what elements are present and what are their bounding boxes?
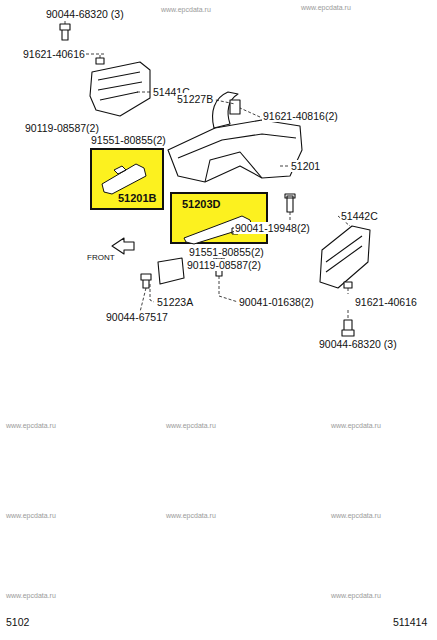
watermark: www.epcdata.ru <box>5 510 57 522</box>
page-code: 5102 <box>5 616 30 628</box>
part-number: 51203D <box>182 198 221 210</box>
watermark: www.epcdata.ru <box>330 420 382 432</box>
part-number: 90119-08587(2) <box>186 259 262 271</box>
front-label: FRONT <box>86 252 116 264</box>
watermark: www.epcdata.ru <box>165 420 217 432</box>
part-number: 91551-80855(2) <box>188 246 265 258</box>
part-number: 91621-40616 <box>22 48 86 60</box>
watermark: www.epcdata.ru <box>5 420 57 432</box>
page-code: 511414 <box>392 616 428 628</box>
watermark: www.epcdata.ru <box>5 590 57 602</box>
leader-lines <box>65 20 350 320</box>
watermark: www.epcdata.ru <box>330 510 382 522</box>
clip <box>344 282 352 288</box>
bolt <box>60 24 70 40</box>
part-number: 90041-01638(2) <box>238 296 315 308</box>
part-number: 90044-67517 <box>105 311 169 323</box>
part-number: 51227B <box>176 93 214 105</box>
bracket <box>102 164 146 194</box>
part-number: 91621-40816(2) <box>262 110 339 122</box>
crossmember <box>168 120 302 182</box>
part-number: 90119-08587(2) <box>24 122 100 134</box>
part-number: 91621-40616 <box>354 296 418 308</box>
watermark: www.epcdata.ru <box>165 510 217 522</box>
part-number: 51442C <box>340 210 379 222</box>
highlight-box: 51203D <box>170 192 268 244</box>
part-number: 51201B <box>118 192 157 204</box>
clip <box>96 58 104 64</box>
watermark: www.epcdata.ru <box>330 590 382 602</box>
watermark: www.epcdata.ru <box>300 2 352 14</box>
part-number: 90044-68320 (3) <box>318 338 398 350</box>
bolt <box>342 320 354 336</box>
bolt <box>285 194 295 212</box>
cover-plate <box>320 226 370 288</box>
watermark: www.epcdata.ru <box>160 4 212 16</box>
part-number: 91551-80855(2) <box>90 134 167 146</box>
bracket <box>230 100 240 114</box>
part-number: 51201 <box>290 160 321 172</box>
part-number: 90044-68320 (3) <box>45 8 125 20</box>
part-number: 51223A <box>156 296 194 308</box>
plate <box>158 258 184 284</box>
highlight-box: 51201B <box>90 148 164 210</box>
bolt <box>141 274 151 288</box>
cover-plate <box>90 62 150 116</box>
part-number: 90041-19948(2) <box>234 222 311 234</box>
